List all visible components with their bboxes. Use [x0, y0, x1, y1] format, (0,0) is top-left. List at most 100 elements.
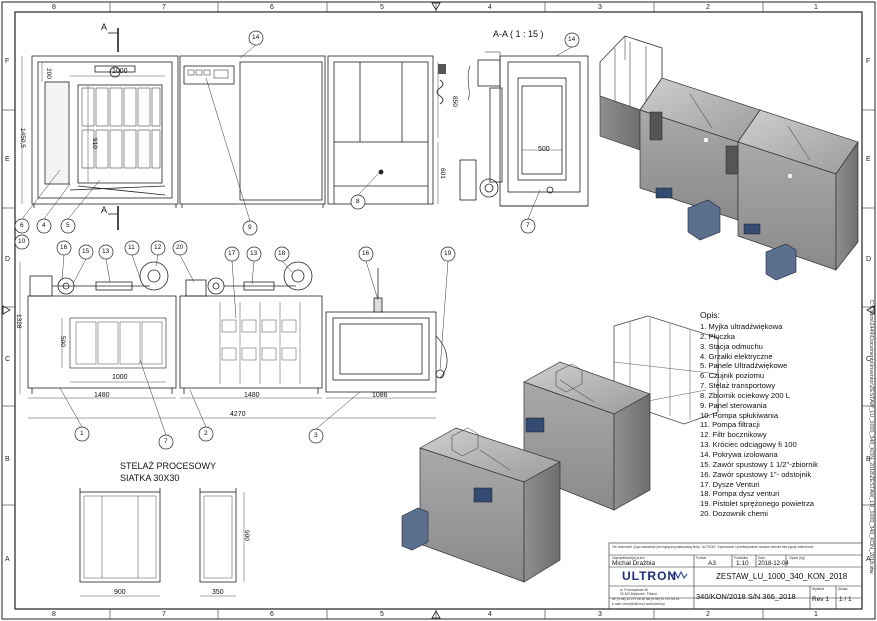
legs: [33, 204, 324, 208]
legend-title: Opis:: [700, 310, 720, 320]
balloon: 7: [164, 438, 168, 445]
zone-label: B: [866, 456, 871, 463]
zone-label: D: [866, 256, 872, 263]
zone-label: 7: [162, 611, 166, 618]
balloon: 11: [128, 244, 135, 251]
zone-label: 8: [52, 4, 56, 11]
zone-label: 1: [814, 4, 818, 11]
section-valve: [438, 64, 446, 74]
zone-label: 3: [598, 4, 602, 11]
dim-top-1450: 1450,5: [19, 128, 26, 148]
sheet-label: Arkusz: [838, 587, 848, 591]
legend-item: 20. Dozownik chemi: [700, 509, 768, 519]
zone-label: C: [866, 356, 872, 363]
weight-label: Ciężar (kg): [789, 556, 805, 560]
rack-caption-title: STELAŻ PROCESOWY: [120, 461, 217, 471]
legend-item: 3. Stacja odmuchu: [700, 341, 763, 351]
isometric-view-bottom: [401, 315, 719, 583]
isometric-view-top: [599, 35, 859, 281]
dim-front-500: 500: [59, 336, 66, 347]
legend-item: 11. Pompa filtracji: [700, 420, 760, 430]
scale-label: Podziałka: [734, 556, 748, 560]
dim-side-601: 601: [439, 168, 446, 179]
zone-label: A: [866, 556, 871, 563]
center-mark-bottom: [431, 610, 441, 619]
balloon-circles: [14, 30, 580, 450]
leader-lines: [21, 44, 573, 436]
zone-label: A: [5, 556, 10, 563]
dim-rack-900-w: 900: [114, 589, 126, 596]
balloon: 18: [278, 250, 286, 257]
date-value: 2018-12-04: [758, 561, 789, 567]
legend-item: 10. Pompa spłukiwania: [700, 410, 779, 420]
dim-front-1000: 1000: [112, 374, 128, 381]
balloon: 14: [568, 36, 576, 43]
balloon: 6: [20, 222, 24, 229]
dim-rack-900-h: 900: [243, 530, 250, 541]
dim-front-4270: 4270: [230, 411, 246, 418]
zone-label: F: [5, 58, 10, 65]
zone-label: 5: [380, 611, 384, 618]
balloon: 13: [102, 248, 110, 255]
balloon: 19: [444, 250, 452, 257]
legend-item: 16. Zawór spustowy 1"- odstojnik: [700, 469, 812, 479]
balloon: 4: [42, 222, 46, 229]
company-address-1: ul. Przemysłowa 48: [620, 588, 648, 592]
balloon: 16: [362, 250, 370, 257]
drawing-number: 340/KON/2018 S/N 366_2018: [696, 592, 796, 601]
zone-label: 6: [270, 611, 274, 618]
balloon: 12: [154, 244, 162, 251]
zone-label: 6: [270, 4, 274, 11]
rack-caption-subtitle: SIATKA 30X30: [120, 473, 180, 483]
balloon: 20: [176, 244, 184, 251]
scale-value: 1:10: [736, 560, 749, 567]
date-label: Data: [758, 556, 765, 560]
legend-item: 6. Czujnik poziomu: [700, 371, 765, 381]
zone-label: B: [5, 456, 10, 463]
center-mark-right: [866, 305, 875, 315]
balloon: 16: [60, 244, 68, 251]
balloon: 5: [66, 222, 70, 229]
company-contact: tel. (0-48) 12 272 55 42 fax (0-48) 12 2…: [612, 597, 680, 601]
dim-top-width: 1000: [112, 68, 128, 75]
view-section-aa: [459, 51, 589, 207]
legend-item: 17. Dysze Venturi: [700, 479, 760, 489]
dim-front-1480-a: 1480: [94, 392, 110, 399]
dim-side-500: 500: [538, 146, 550, 153]
copyright-notice: Ten dokument i jego zawartość jest wyłąc…: [612, 545, 815, 549]
balloon: 15: [82, 248, 90, 255]
balloon: 7: [526, 222, 530, 229]
dim-top-200: 200: [45, 68, 52, 79]
legend-item: 4. Grzałki elektryczne: [700, 351, 773, 361]
balloon: 13: [250, 250, 258, 257]
dim-rack-350: 350: [212, 589, 224, 596]
balloon: 9: [248, 224, 252, 231]
legend-item: 2. Płuczka: [700, 331, 736, 341]
legend-item: 12. Filtr bocznikowy: [700, 430, 767, 440]
legend-item: 7. Stelaż transportowy: [700, 381, 776, 391]
view-front-elevation: [19, 261, 448, 419]
zone-label: 5: [380, 4, 384, 11]
zone-label: E: [5, 156, 10, 163]
company-logo: ULTRON: [622, 569, 678, 583]
center-mark-left: [2, 305, 11, 315]
revision-label: Wydanie: [812, 587, 825, 591]
zone-label: 8: [52, 611, 56, 618]
balloon: 17: [228, 250, 236, 257]
dim-front-1086: 1086: [372, 392, 388, 399]
file-path: C:\Users\2449\Documents\Inventor\ZESTAW_…: [868, 300, 874, 574]
zone-label: 2: [706, 4, 710, 11]
balloon: 2: [204, 430, 208, 437]
view-rack: [79, 488, 245, 597]
inner-frame: [14, 11, 863, 610]
section-title: A-A ( 1 : 15 ): [493, 29, 544, 39]
zone-label: 7: [162, 4, 166, 11]
zone-label: 1: [814, 611, 818, 618]
sheet-value: 1 / 1: [839, 596, 852, 603]
zone-label: C: [5, 356, 11, 363]
zone-label: 2: [706, 611, 710, 618]
section-marker-top: A: [101, 22, 108, 32]
